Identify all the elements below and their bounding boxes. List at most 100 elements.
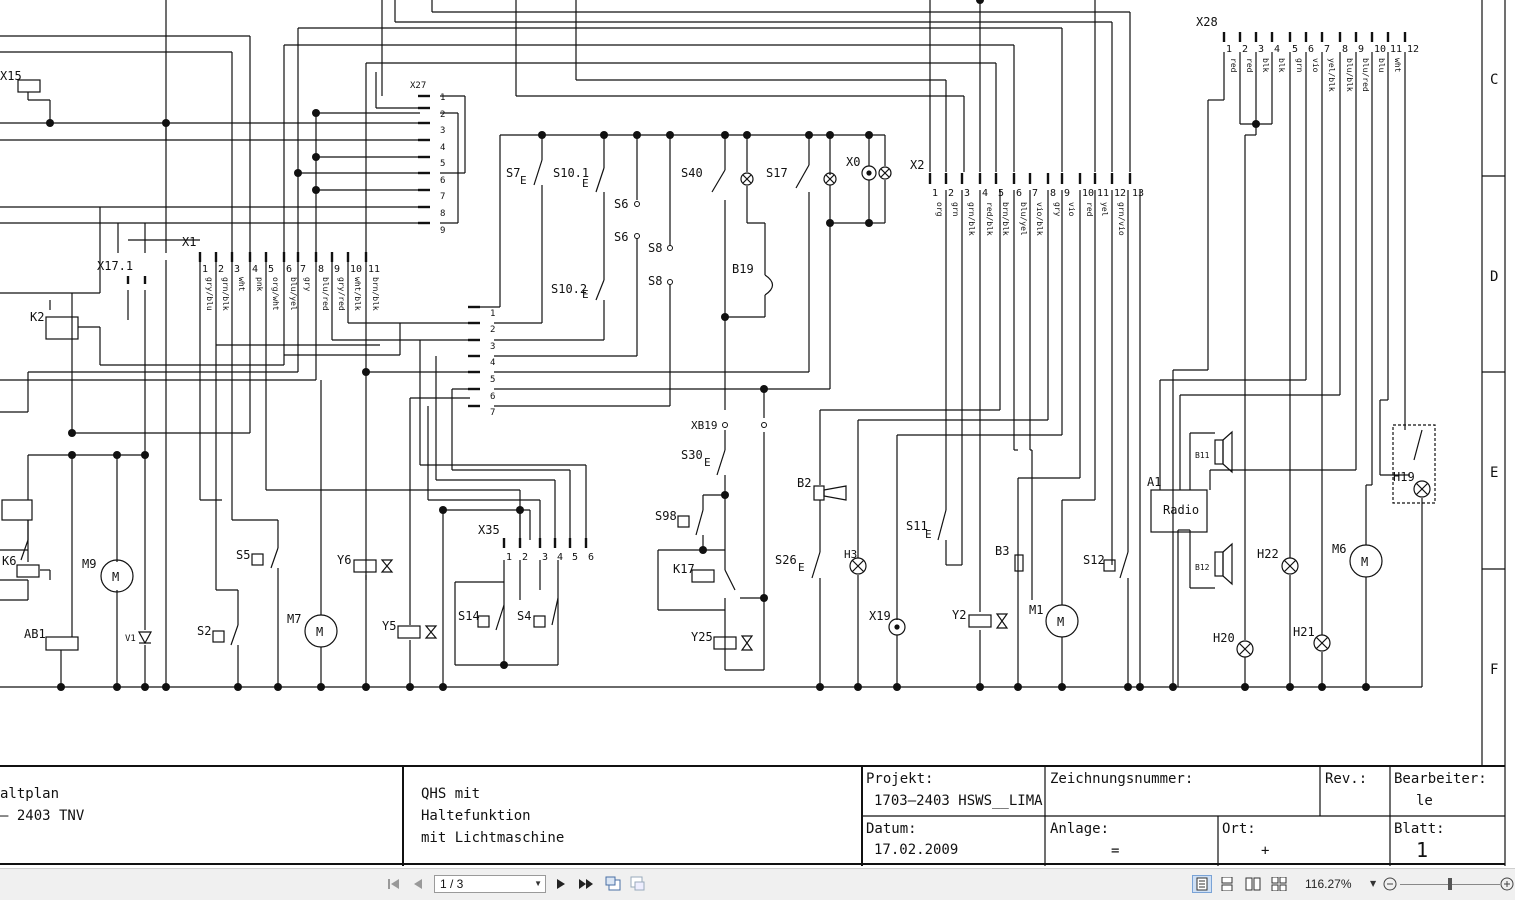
label-h21: H21: [1293, 625, 1315, 639]
x2-pin-number: 1: [932, 188, 938, 199]
label-a1: A1: [1147, 475, 1161, 489]
label-s5: S5: [236, 548, 250, 562]
label-v1: V1: [125, 634, 136, 644]
e-mark: E: [520, 174, 527, 187]
x28-wire-color: blu/blk: [1345, 58, 1354, 92]
ort-value: +: [1261, 843, 1270, 859]
zoom-slider-thumb[interactable]: [1448, 878, 1452, 890]
label-y5: Y5: [382, 619, 396, 633]
label-x2: X2: [910, 158, 924, 172]
previous-page-button[interactable]: [408, 875, 428, 893]
x2-wire-color: brn/blk: [1001, 202, 1010, 236]
x1-wire-color: blu/yel: [289, 277, 298, 311]
x35-pin-number: 2: [522, 552, 528, 563]
last-page-icon: [579, 879, 593, 889]
x1-pin-number: 7: [300, 264, 306, 275]
first-page-icon: [388, 879, 399, 889]
x27-pin-number: 5: [440, 159, 445, 169]
zone-label: E: [1490, 465, 1498, 481]
zone-label: F: [1490, 662, 1498, 678]
single-page-view-button[interactable]: [1192, 875, 1212, 893]
zone-label: C: [1490, 72, 1498, 88]
blatt-value: 1: [1416, 838, 1429, 862]
x28-wire-color: blu/red: [1361, 58, 1370, 92]
e-mark: E: [582, 177, 589, 190]
label-radio: Radio: [1163, 503, 1199, 517]
x28-pin-number: 10: [1374, 44, 1386, 55]
zoom-level[interactable]: 116.27%: [1305, 877, 1352, 891]
b-connector-pin-number: 1: [490, 309, 495, 319]
last-page-button[interactable]: [576, 875, 596, 893]
next-page-button[interactable]: [551, 875, 571, 893]
drawing-title-line1: altplan: [0, 786, 60, 802]
label-y6: Y6: [337, 553, 351, 567]
zone-label: D: [1490, 269, 1498, 285]
label-b11: B11: [1195, 451, 1210, 460]
zoom-dropdown-icon[interactable]: ▼: [1370, 879, 1377, 888]
page-number-input[interactable]: 1 / 3 ▼: [434, 875, 546, 893]
x27-pin-number: 3: [440, 126, 445, 136]
label-b2: B2: [797, 476, 811, 490]
x28-wire-color: blu: [1377, 58, 1386, 73]
label-xb19: XB19: [691, 419, 718, 432]
x35-pin-number: 1: [506, 552, 512, 563]
schematic-drawing: C D E F X15 X27 X1 X17.1 K2 K6 M9 AB1 V1…: [0, 0, 1506, 866]
two-page-view-button[interactable]: [1243, 875, 1263, 893]
zeichnungsnummer-label: Zeichnungsnummer:: [1050, 771, 1194, 787]
x1-wire-color: gry/blu: [205, 277, 214, 311]
b-connector-pin-number: 5: [490, 375, 495, 385]
next-view-button[interactable]: [628, 875, 648, 893]
label-s4: S4: [517, 609, 531, 623]
label-y25: Y25: [691, 630, 713, 644]
x1-wire-color: gry/red: [337, 277, 346, 311]
label-x15: X15: [0, 69, 22, 83]
label-m1: M1: [1029, 603, 1043, 617]
x27-pin-number: 4: [440, 143, 445, 153]
x1-wire-color: org/wht: [271, 277, 280, 311]
x28-pin-number: 3: [1258, 44, 1264, 55]
x27-pin-number: 9: [440, 226, 445, 236]
x28-wire-color: yel/blk: [1327, 58, 1336, 92]
x28-wire-color: blk: [1261, 58, 1270, 73]
x2-wire-color: grn/blk: [967, 202, 976, 236]
x27-pin-number: 1: [440, 93, 445, 103]
e-mark: E: [925, 528, 932, 541]
previous-page-icon: [414, 879, 422, 889]
motor-symbol: M: [316, 625, 323, 639]
x27-pin-number: 7: [440, 192, 445, 202]
rev-label: Rev.:: [1325, 771, 1368, 787]
label-x35: X35: [478, 523, 500, 537]
label-s30: S30: [681, 448, 703, 462]
previous-view-button[interactable]: [603, 875, 623, 893]
label-x17-1: X17.1: [97, 259, 133, 273]
zoom-out-icon: [1383, 877, 1397, 891]
bearbeiter-value: le: [1416, 793, 1433, 809]
zoom-out-button[interactable]: [1380, 875, 1400, 893]
label-s14: S14: [458, 609, 480, 623]
zoom-in-button[interactable]: [1497, 875, 1515, 893]
x2-wire-color: grn: [951, 202, 960, 217]
x2-wire-color: red/blk: [985, 202, 994, 236]
x28-pin-number: 4: [1274, 44, 1280, 55]
projekt-label: Projekt:: [866, 771, 934, 787]
motor-symbol: M: [1361, 555, 1368, 569]
label-s7: S7: [506, 166, 520, 180]
anlage-label: Anlage:: [1050, 821, 1110, 837]
x1-wire-color: brn/blk: [371, 277, 380, 311]
x1-pin-number: 3: [234, 264, 240, 275]
two-page-continuous-button[interactable]: [1269, 875, 1289, 893]
first-page-button[interactable]: [384, 875, 404, 893]
x2-pin-number: 5: [998, 188, 1004, 199]
x1-pin-number: 4: [252, 264, 258, 275]
b-connector-pin-number: 6: [490, 392, 495, 402]
label-m7: M7: [287, 612, 301, 626]
page-indicator: 1 / 3: [440, 877, 464, 891]
x2-wire-color: yel: [1100, 202, 1109, 217]
x28-pin-number: 6: [1308, 44, 1314, 55]
x1-wire-color: pnk: [255, 277, 264, 292]
label-x28: X28: [1196, 15, 1218, 29]
x28-pin-number: 7: [1324, 44, 1330, 55]
continuous-view-button[interactable]: [1217, 875, 1237, 893]
x2-pin-number: 3: [964, 188, 970, 199]
page-dropdown-icon[interactable]: ▼: [534, 879, 542, 888]
